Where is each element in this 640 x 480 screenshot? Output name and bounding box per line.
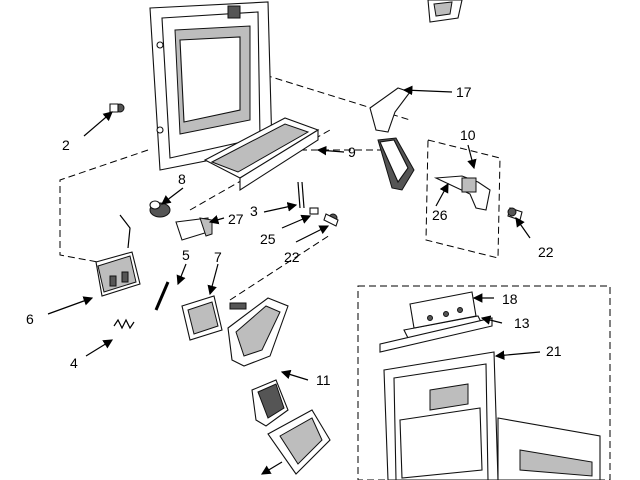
callout-13: 13 xyxy=(514,315,530,331)
ice-chute-cup-part xyxy=(267,409,331,475)
callout-labels: 17 10 2 9 8 3 27 26 25 22 22 5 7 6 18 13… xyxy=(26,84,562,388)
callout-10: 10 xyxy=(460,127,476,143)
screw-left-part xyxy=(109,103,125,113)
small-pin-parts xyxy=(297,181,339,227)
leader-lines xyxy=(47,85,541,475)
callout-2: 2 xyxy=(62,137,70,153)
callout-4: 4 xyxy=(70,355,78,371)
callout-22-right: 22 xyxy=(538,244,554,260)
callout-11: 11 xyxy=(316,372,331,388)
callout-7: 7 xyxy=(214,249,222,265)
bracket-part xyxy=(181,295,247,341)
callout-25: 25 xyxy=(260,231,276,247)
callout-27: 27 xyxy=(228,211,244,227)
chute-paddle-part xyxy=(227,297,289,427)
switch-assembly-box xyxy=(425,139,501,259)
front-panel-assembly xyxy=(357,285,611,480)
callout-8: 8 xyxy=(178,171,186,187)
screw-right-part xyxy=(507,207,523,221)
lever-arm-part xyxy=(369,87,415,191)
solenoid-part xyxy=(149,200,213,241)
callout-9: 9 xyxy=(348,144,356,160)
rod-part xyxy=(154,281,170,311)
callout-17: 17 xyxy=(456,84,472,100)
spring-part xyxy=(113,318,135,330)
actuator-block-part xyxy=(95,214,141,297)
callout-3: 3 xyxy=(250,203,258,219)
drip-tray-part xyxy=(203,117,320,192)
callout-5: 5 xyxy=(182,247,190,263)
callout-26: 26 xyxy=(432,207,448,223)
dispenser-housing-part xyxy=(149,1,273,171)
callout-6: 6 xyxy=(26,311,34,327)
callout-21: 21 xyxy=(546,343,562,359)
callout-18: 18 xyxy=(502,291,518,307)
callout-22-left: 22 xyxy=(284,249,300,265)
top-right-bracket-part xyxy=(427,0,463,23)
